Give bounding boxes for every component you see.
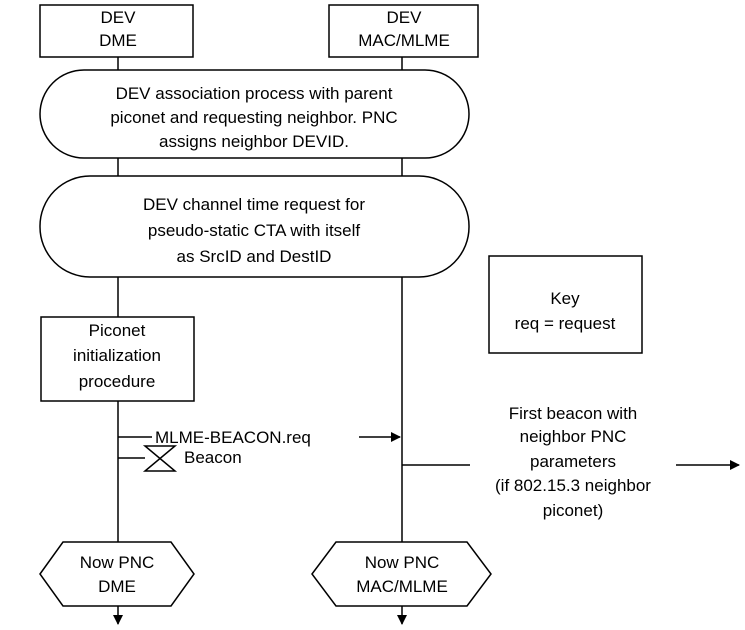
now-pnc-mac-line2: MAC/MLME: [356, 577, 448, 596]
first-beacon-line-5: piconet): [543, 501, 603, 520]
dev-mac-line2: MAC/MLME: [358, 31, 450, 50]
dev-dme-line2: DME: [99, 31, 137, 50]
procedure-line-1: Piconet: [89, 321, 146, 340]
key-entry: req = request: [515, 314, 616, 333]
now-pnc-mac-line1: Now PNC: [365, 553, 440, 572]
association-process-box: DEV association process with parent pico…: [39, 69, 470, 159]
first-beacon-message: First beacon with neighbor PNC parameter…: [402, 404, 740, 520]
key-title: Key: [550, 289, 580, 308]
association-line-1: DEV association process with parent: [116, 84, 393, 103]
now-pnc-dme-line1: Now PNC: [80, 553, 155, 572]
now-pnc-dme-line2: DME: [98, 577, 136, 596]
now-pnc-dme-state: Now PNC DME: [39, 541, 195, 607]
dev-dme-entity: DEV DME: [39, 4, 194, 58]
procedure-line-2: initialization: [73, 346, 161, 365]
association-line-3: assigns neighbor DEVID.: [159, 132, 349, 151]
channel-time-request-box: DEV channel time request for pseudo-stat…: [39, 175, 470, 278]
procedure-line-3: procedure: [79, 372, 156, 391]
association-line-2: piconet and requesting neighbor. PNC: [110, 108, 397, 127]
beacon-hourglass-icon: [142, 445, 178, 472]
dev-mac-entity: DEV MAC/MLME: [328, 4, 479, 58]
first-beacon-line-1: First beacon with: [509, 404, 638, 423]
now-pnc-mac-state: Now PNC MAC/MLME: [311, 541, 492, 607]
beacon-label: Beacon: [184, 448, 242, 467]
channel-time-line-3: as SrcID and DestID: [177, 247, 332, 266]
dev-mac-line1: DEV: [387, 8, 423, 27]
first-beacon-line-3: parameters: [530, 452, 616, 471]
channel-time-line-1: DEV channel time request for: [143, 195, 365, 214]
piconet-init-procedure-box: Piconet initialization procedure: [40, 316, 195, 402]
first-beacon-line-4: (if 802.15.3 neighbor: [495, 476, 651, 495]
beacon-message: Beacon: [118, 445, 242, 472]
key-box: Key req = request: [488, 255, 643, 354]
first-beacon-line-2: neighbor PNC: [520, 427, 627, 446]
dev-dme-line1: DEV: [101, 8, 137, 27]
mlme-beacon-req-message: MLME-BEACON.req: [118, 428, 401, 447]
channel-time-line-2: pseudo-static CTA with itself: [148, 221, 361, 240]
mlme-beacon-req-label: MLME-BEACON.req: [155, 428, 311, 447]
